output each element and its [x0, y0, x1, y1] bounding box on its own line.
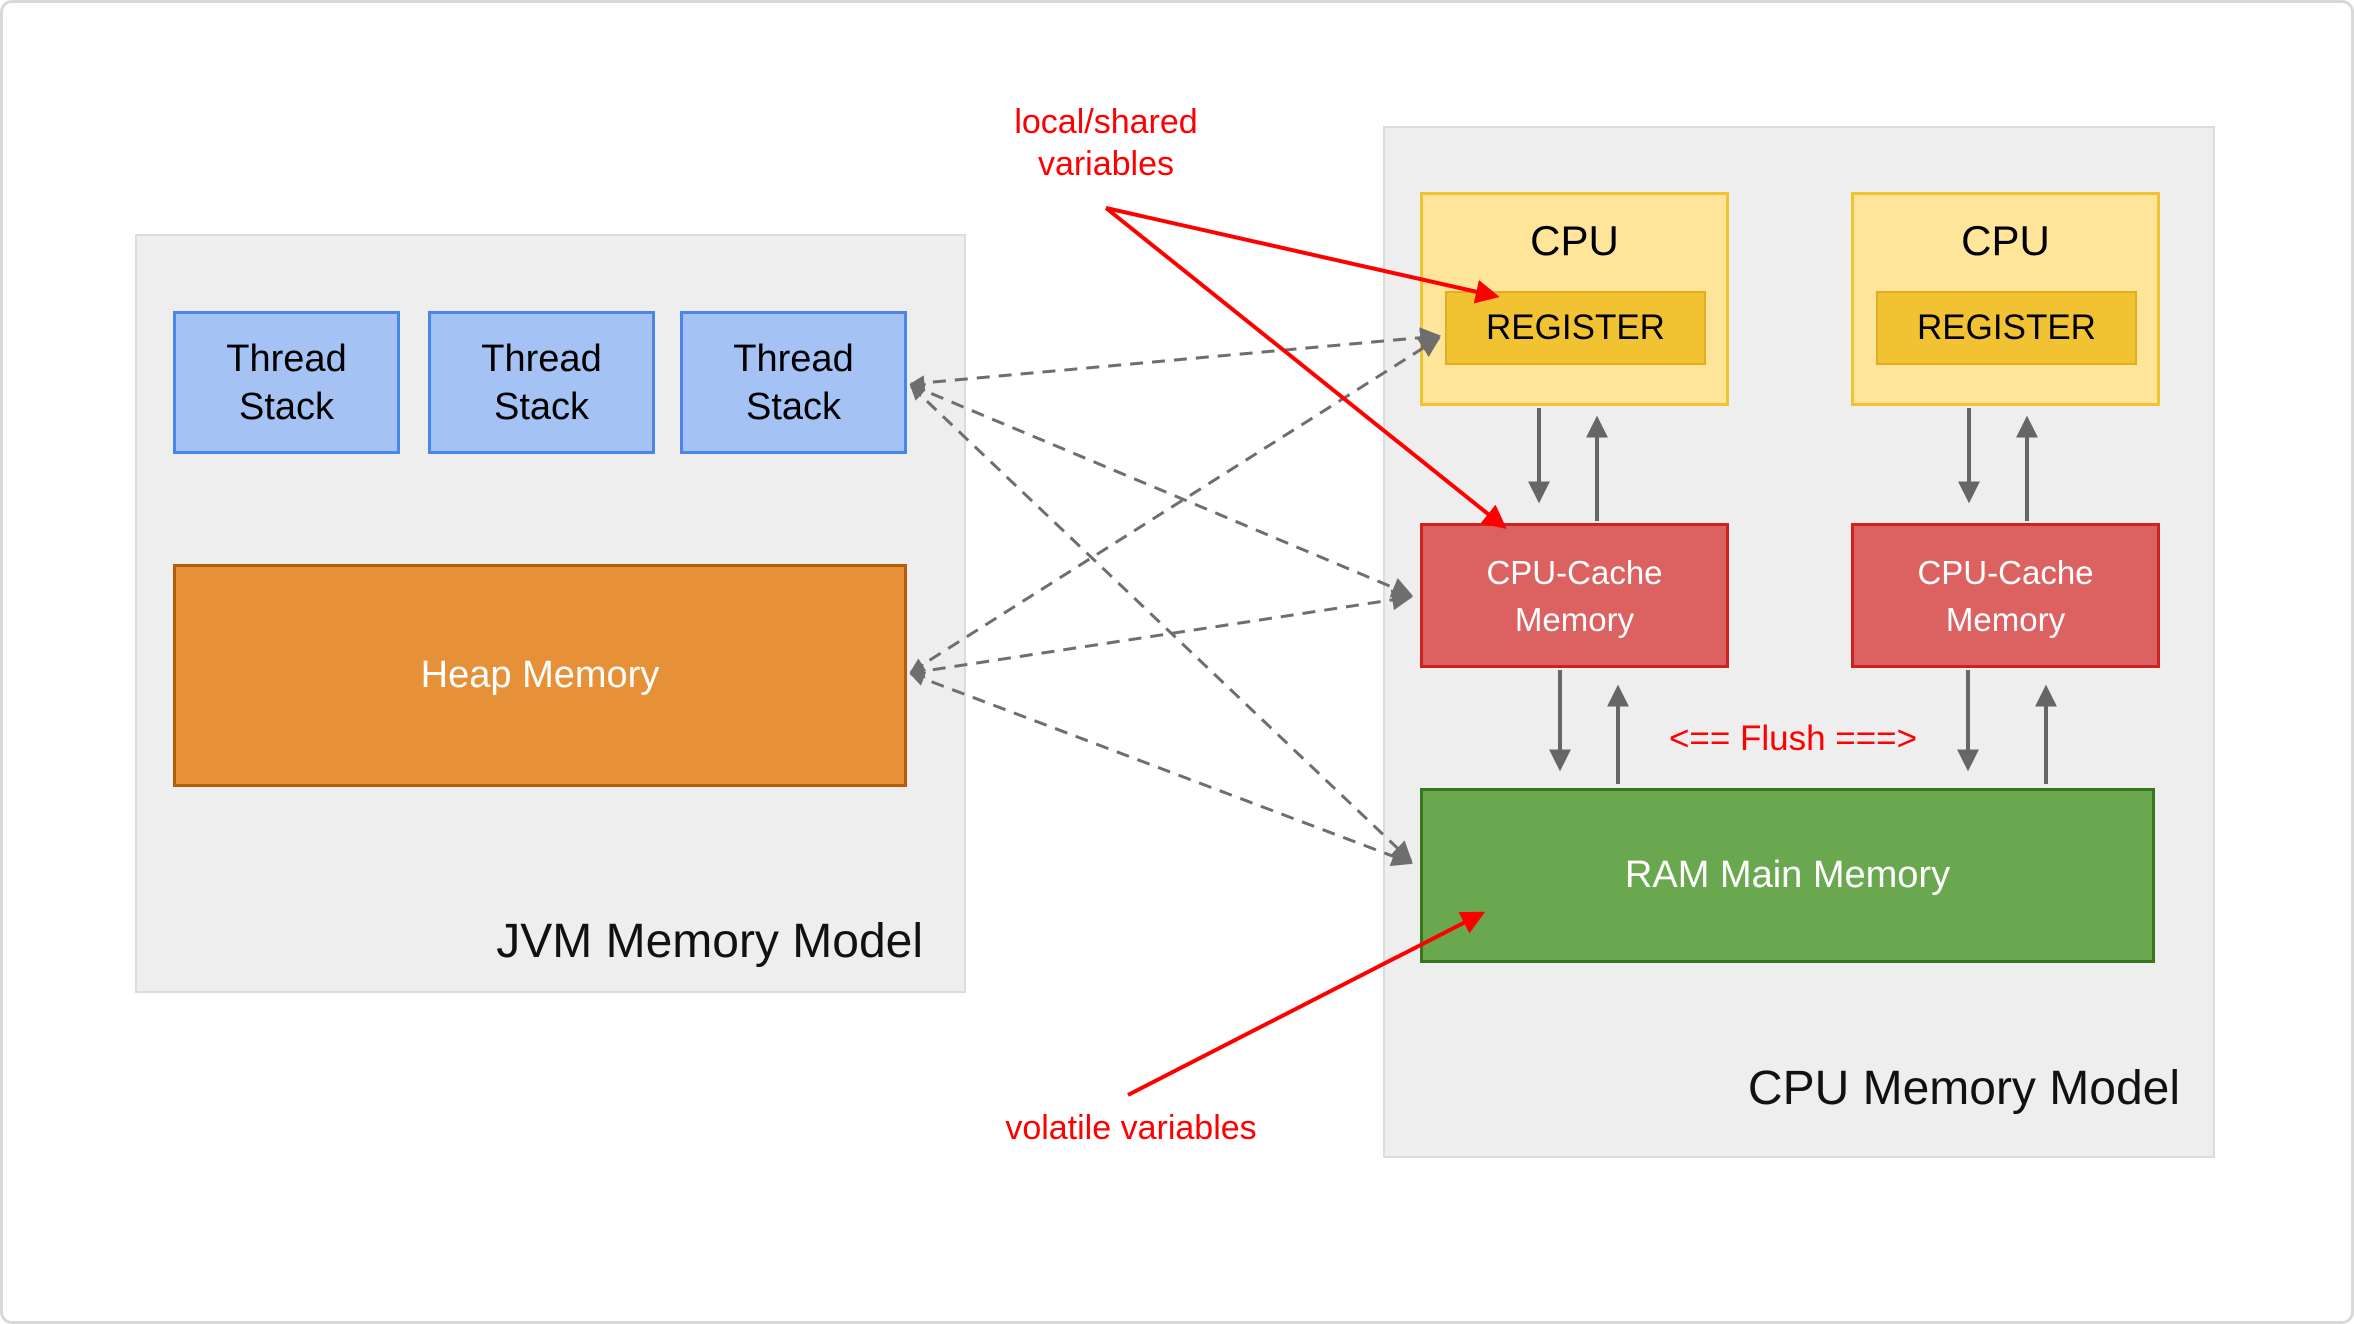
thread-stack-label-line1: Thread: [226, 337, 347, 380]
connector-heap-register: [909, 336, 1441, 674]
cpu-label: CPU: [1961, 217, 2050, 264]
cpu-label: CPU: [1530, 217, 1619, 264]
thread-stack-label-line1: Thread: [733, 337, 854, 380]
cpu-panel-title: CPU Memory Model: [1747, 1062, 2180, 1115]
thread-stack-label-line2: Stack: [238, 385, 335, 428]
ram-main-memory-box: RAM Main Memory: [1420, 788, 2155, 963]
cpu-cache-box-2: CPU-Cache Memory: [1851, 523, 2160, 668]
cpu-cache-label-line2: Memory: [1945, 600, 2066, 638]
thread-stack-label-line2: Stack: [745, 385, 842, 428]
local-shared-variables-annotation: local/shared variables: [956, 101, 1256, 185]
register-label: REGISTER: [1486, 308, 1665, 347]
register-label: REGISTER: [1917, 308, 2096, 347]
cpu-cache-box-1: CPU-Cache Memory: [1420, 523, 1729, 668]
jvm-memory-model-panel: Thread Stack Thread Stack Thread Stack H…: [135, 234, 966, 993]
ram-main-memory-label: RAM Main Memory: [1624, 854, 1951, 896]
flush-annotation: <== Flush ===>: [1668, 719, 1918, 758]
thread-stack-label-line2: Stack: [493, 385, 590, 428]
dashed-connectors: [909, 327, 1442, 867]
thread-stack-box-1: Thread Stack: [173, 311, 400, 454]
thread-stack-label-line1: Thread: [481, 337, 602, 380]
connector-threadstack-register: [909, 327, 1442, 391]
cpu-cache-label-line1: CPU-Cache: [1917, 553, 2094, 591]
connector-heap-ram: [909, 671, 1413, 867]
cpu-cache-label-line1: CPU-Cache: [1486, 553, 1663, 591]
volatile-variables-annotation: volatile variables: [1005, 1109, 1257, 1147]
cpu-memory-model-panel: CPU REGISTER CPU REGISTER CPU-Cache Memo…: [1383, 126, 2215, 1158]
heap-memory-label: Heap Memory: [420, 654, 660, 696]
thread-stack-box-3: Thread Stack: [680, 311, 907, 454]
local-shared-line1: local/shared: [1014, 103, 1198, 141]
jvm-panel-title: JVM Memory Model: [496, 915, 923, 968]
register-box-2: REGISTER: [1876, 291, 2137, 365]
connector-heap-cache: [909, 589, 1414, 679]
connector-threadstack-ram: [909, 384, 1413, 863]
thread-stack-box-2: Thread Stack: [428, 311, 655, 454]
cpu-box-1: CPU REGISTER: [1420, 192, 1729, 406]
cpu-box-2: CPU REGISTER: [1851, 192, 2160, 406]
connector-threadstack-cache: [909, 383, 1413, 598]
heap-memory-box: Heap Memory: [173, 564, 907, 787]
local-shared-line2: variables: [1037, 145, 1175, 183]
register-box-1: REGISTER: [1445, 291, 1706, 365]
cpu-cache-label-line2: Memory: [1514, 600, 1635, 638]
